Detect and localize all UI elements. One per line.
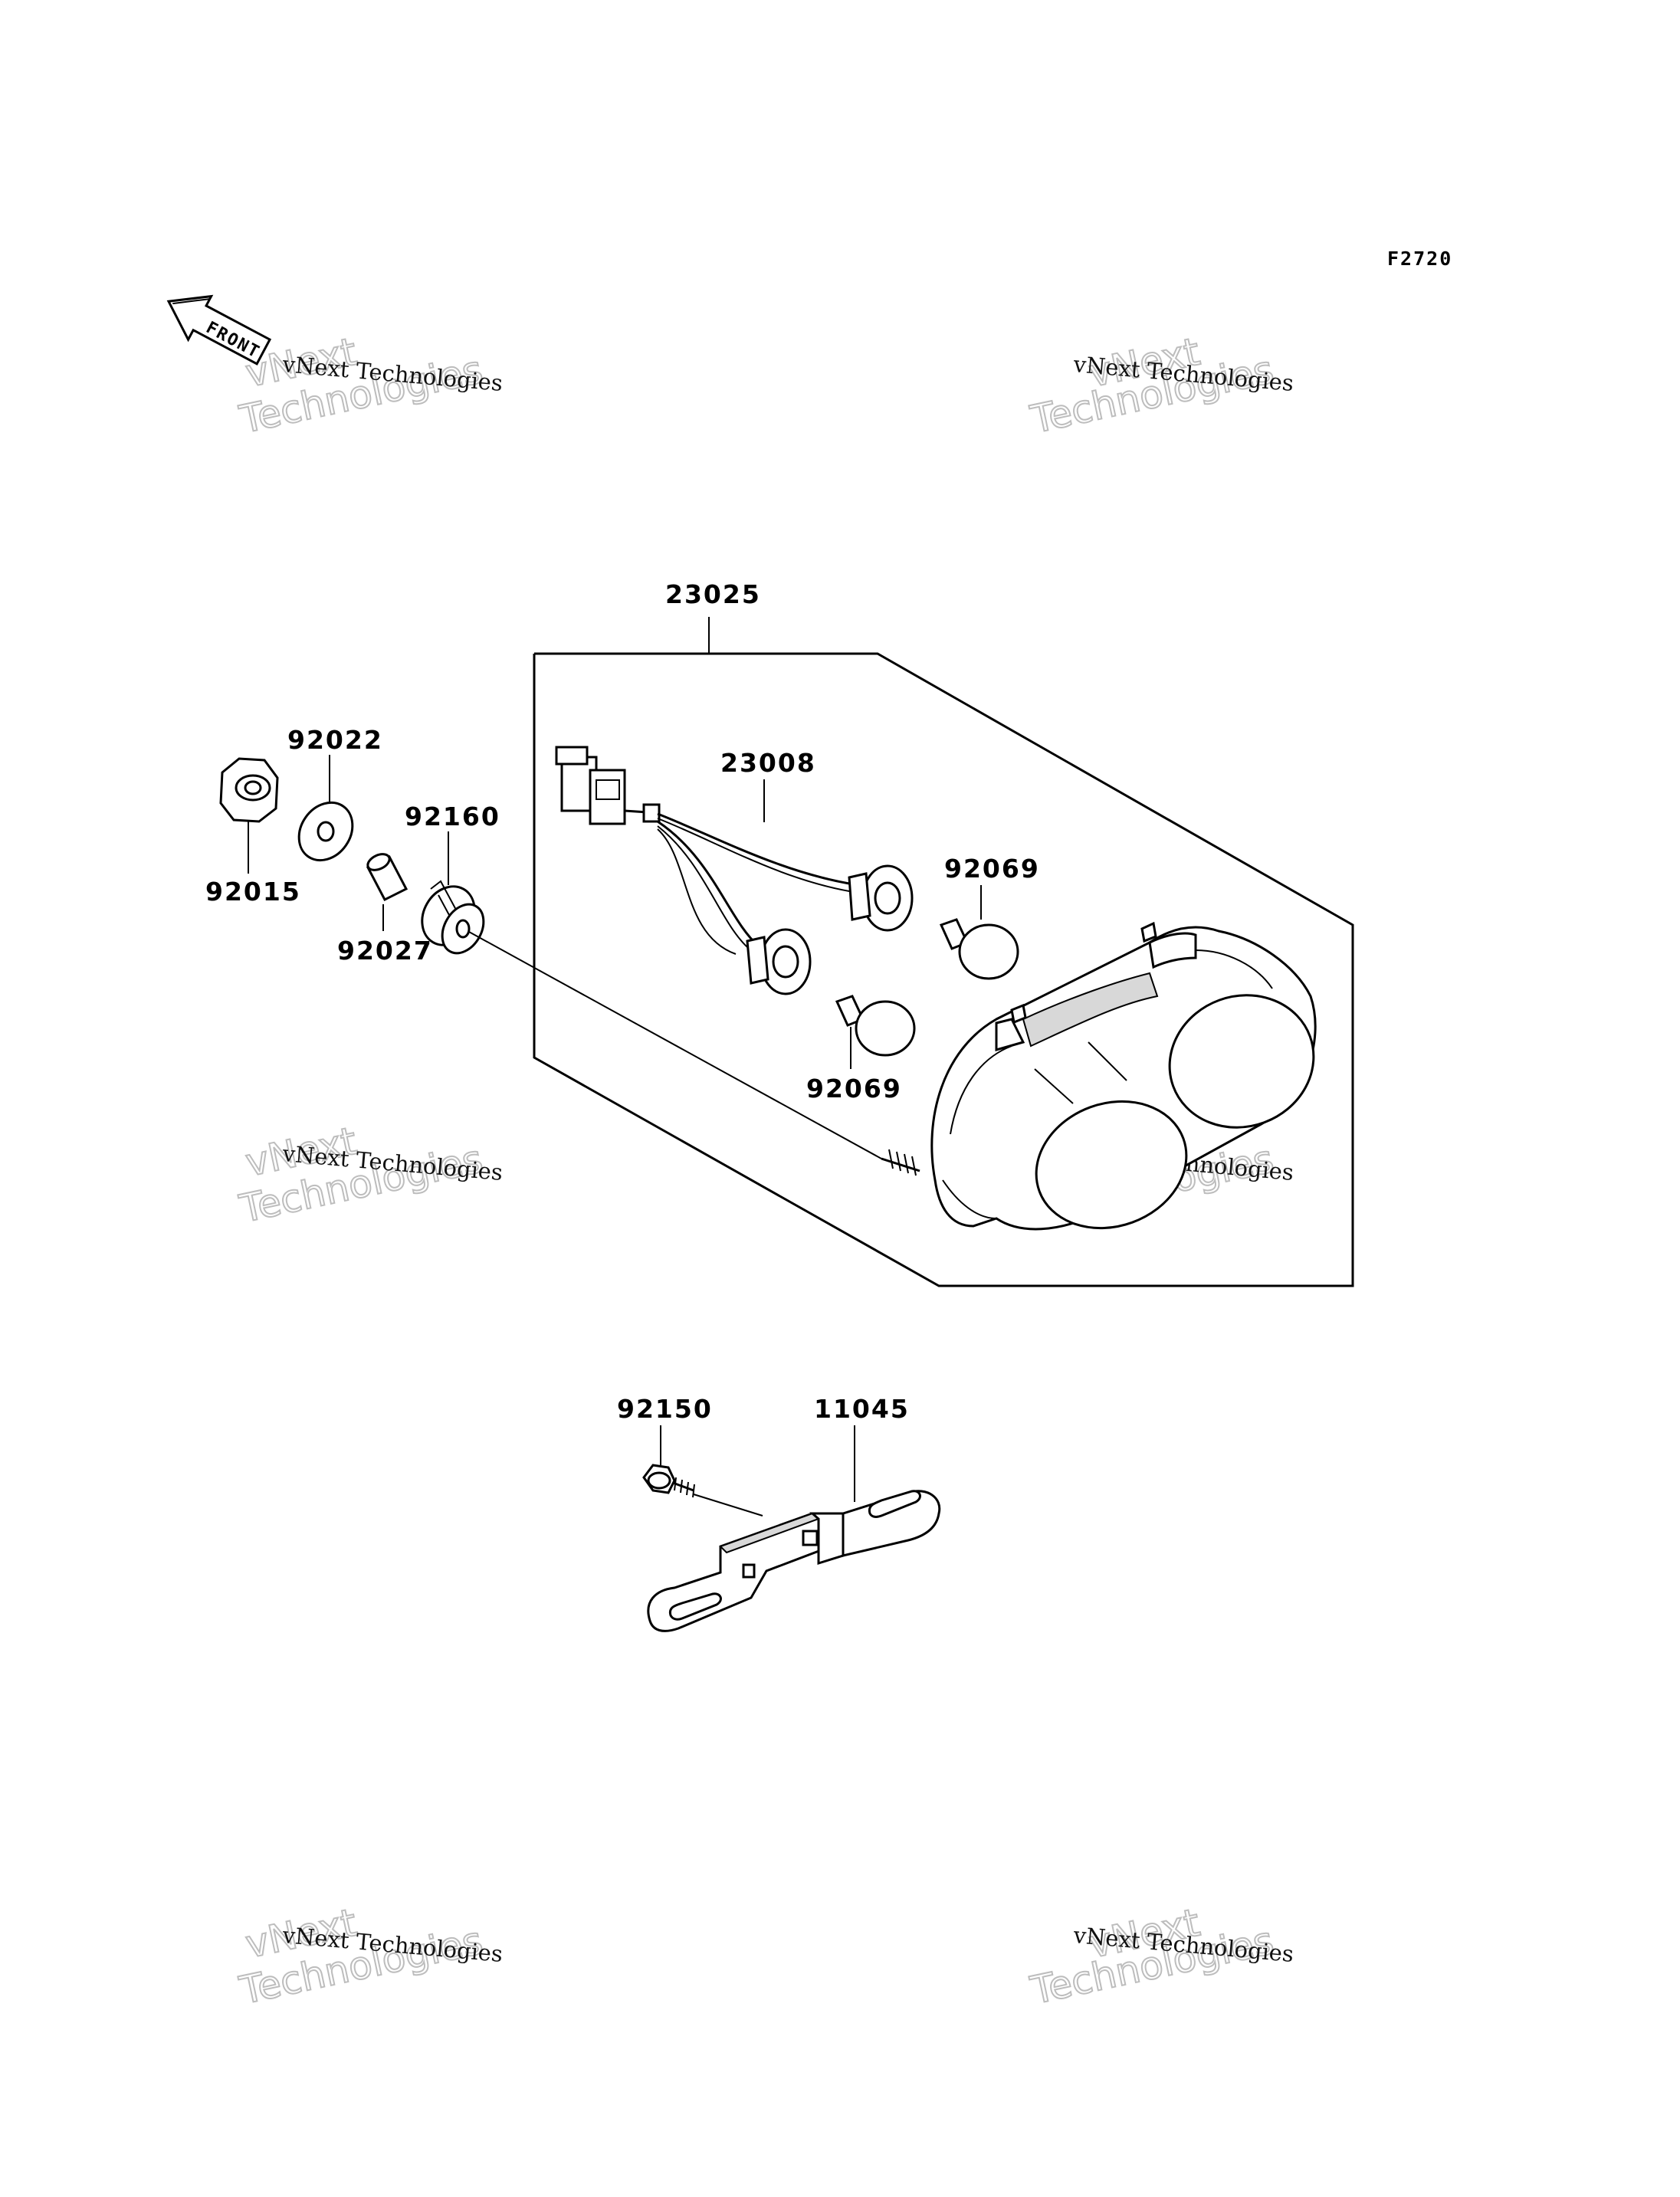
wiring-harness xyxy=(555,746,914,995)
bolt-part xyxy=(642,1464,695,1498)
housing-assembly-outline xyxy=(533,617,1354,1287)
label-92160: 92160 xyxy=(405,802,500,831)
washer-part xyxy=(297,801,354,862)
watermark-top-right: vNext Technologies vNext Technologies xyxy=(1025,329,1294,443)
bulb-upper xyxy=(939,918,1019,980)
label-23025: 23025 xyxy=(665,579,761,609)
bracket-part xyxy=(647,1490,941,1632)
bolt-leader-line xyxy=(693,1494,763,1517)
label-92022: 92022 xyxy=(287,725,383,755)
label-92015: 92015 xyxy=(205,877,301,907)
label-23008: 23008 xyxy=(720,748,816,778)
label-92069-upper: 92069 xyxy=(944,854,1040,884)
bulb-lower xyxy=(835,995,916,1057)
figure-code: F2720 xyxy=(1387,248,1452,270)
label-92069-lower: 92069 xyxy=(806,1074,902,1103)
label-92150: 92150 xyxy=(617,1394,713,1424)
label-11045: 11045 xyxy=(814,1394,910,1424)
watermark-mid-left: vNext Technologies vNext Technologies xyxy=(235,1118,504,1232)
watermark-bottom-left: vNext Technologies vNext Technologies xyxy=(235,1900,504,2014)
tail-lamp-housing xyxy=(881,921,1317,1231)
watermark-top-left: vNext Technologies vNext Technologies xyxy=(235,329,504,443)
grommet-part xyxy=(421,880,485,955)
label-92027: 92027 xyxy=(337,936,433,966)
nut-part xyxy=(219,757,279,823)
watermark-bottom-right: vNext Technologies vNext Technologies xyxy=(1025,1900,1294,2014)
collar-part xyxy=(366,853,409,901)
assembly-leader-line xyxy=(468,931,882,1159)
